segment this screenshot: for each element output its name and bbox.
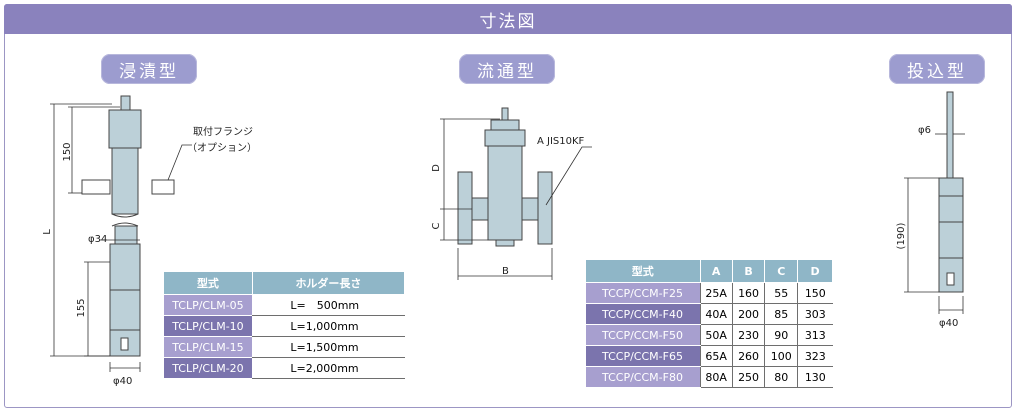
flow-flange-left <box>457 171 473 245</box>
holder-upper <box>111 147 139 215</box>
flange-label: 取付フランジ <box>193 125 253 138</box>
cell-d: 130 <box>797 366 833 388</box>
header-c: C <box>764 259 799 283</box>
cell-d: 323 <box>797 345 833 367</box>
immersion-dimension-lines <box>50 103 192 372</box>
model-cell: TCCP/CCM-F80 <box>585 366 700 388</box>
flow-flange-right <box>537 171 553 245</box>
header-model: 型式 <box>163 271 253 295</box>
header-b: B <box>731 259 766 283</box>
cell-a: 40A <box>699 303 733 325</box>
dim-label-phi34: φ34 <box>88 234 107 245</box>
break-mark-upper <box>111 213 139 218</box>
dim-label-phi40-insertion: φ40 <box>939 318 958 329</box>
insertion-sensor-drawing <box>938 91 964 293</box>
length-cell: L=1,000mm <box>252 315 405 337</box>
cell-b: 160 <box>731 282 765 304</box>
table-header-row: 型式 A B C D <box>585 259 833 283</box>
cell-c: 90 <box>764 324 798 346</box>
dim-label-190: (190) <box>896 222 907 249</box>
section-label-flow: 流通型 <box>459 54 555 84</box>
table-row: TCCP/CCM-F65 65A 260 100 323 <box>585 345 833 367</box>
insertion-dimension-lines <box>904 133 965 314</box>
flow-pipe-right <box>521 197 539 221</box>
cell-d: 150 <box>797 282 833 304</box>
sensor-tip <box>120 95 131 111</box>
sensor-window <box>120 337 129 351</box>
cell-b: 230 <box>731 324 765 346</box>
flow-sensor-tip <box>501 107 509 121</box>
flange-standard-label: A JIS10KF <box>537 136 585 147</box>
sensor-head <box>108 109 142 149</box>
table-row: TCLP/CLM-15 L=1,500mm <box>163 336 405 358</box>
cell-c: 85 <box>764 303 798 325</box>
table-row: TCCP/CCM-F40 40A 200 85 303 <box>585 303 833 325</box>
cell-b: 250 <box>731 366 765 388</box>
flow-pipe-left <box>471 197 489 221</box>
dim-label-c: C <box>431 222 442 229</box>
cell-c: 100 <box>764 345 798 367</box>
flow-drain <box>495 239 515 247</box>
model-cell: TCCP/CCM-F65 <box>585 345 700 367</box>
cell-a: 80A <box>699 366 733 388</box>
section-label-insertion: 投込型 <box>889 54 985 84</box>
flange-left <box>81 179 111 195</box>
model-cell: TCLP/CLM-15 <box>163 336 253 358</box>
flange-note: （オプション） <box>187 142 257 154</box>
cell-a: 25A <box>699 282 733 304</box>
table-header-row: 型式 ホルダー長さ <box>163 271 406 295</box>
length-cell: L=2,000mm <box>252 357 405 379</box>
cell-c: 80 <box>764 366 798 388</box>
table-row: TCCP/CCM-F25 25A 160 55 150 <box>585 282 833 304</box>
cell-c: 55 <box>764 282 798 304</box>
header-a: A <box>699 259 733 283</box>
dim-label-l: L <box>42 229 53 235</box>
model-cell: TCLP/CLM-20 <box>163 357 253 379</box>
table-row: TCLP/CLM-05 L= 500mm <box>163 294 405 316</box>
sensor-body <box>109 243 141 357</box>
flow-dimension-table: 型式 A B C D TCCP/CCM-F25 25A 160 55 150 T… <box>585 259 833 388</box>
page-title: 寸法図 <box>4 4 1012 34</box>
cell-d: 303 <box>797 303 833 325</box>
cell-b: 200 <box>731 303 765 325</box>
cell-a: 65A <box>699 345 733 367</box>
break-mark-lower <box>111 222 139 227</box>
dim-label-155: 155 <box>76 298 87 317</box>
table-row: TCLP/CLM-20 L=2,000mm <box>163 357 405 379</box>
flange-right <box>151 179 175 195</box>
insertion-window <box>946 272 955 286</box>
header-model: 型式 <box>585 259 701 283</box>
header-d: D <box>797 259 833 283</box>
model-cell: TCCP/CCM-F40 <box>585 303 700 325</box>
cell-a: 50A <box>699 324 733 346</box>
dim-label-phi6: φ6 <box>918 125 931 136</box>
table-row: TCLP/CLM-10 L=1,000mm <box>163 315 405 337</box>
model-cell: TCCP/CCM-F50 <box>585 324 700 346</box>
section-label-immersion: 浸漬型 <box>101 54 197 84</box>
flow-dimension-lines <box>440 118 592 280</box>
dim-label-d: D <box>431 164 442 172</box>
header-holder-length: ホルダー長さ <box>251 271 406 295</box>
length-cell: L=1,500mm <box>252 336 405 358</box>
flow-sensor-head <box>484 129 526 147</box>
table-row: TCCP/CCM-F50 50A 230 90 313 <box>585 324 833 346</box>
model-cell: TCLP/CLM-10 <box>163 315 253 337</box>
length-cell: L= 500mm <box>252 294 405 316</box>
immersion-sensor-drawing <box>81 95 175 357</box>
dim-label-b: B <box>502 266 509 277</box>
model-cell: TCLP/CLM-05 <box>163 294 253 316</box>
model-cell: TCCP/CCM-F25 <box>585 282 700 304</box>
flow-cell-body <box>487 145 523 241</box>
holder-lower <box>114 225 138 245</box>
cell-d: 313 <box>797 324 833 346</box>
table-row: TCCP/CCM-F80 80A 250 80 130 <box>585 366 833 388</box>
holder-length-table: 型式 ホルダー長さ TCLP/CLM-05 L= 500mm TCLP/CLM-… <box>163 271 406 379</box>
insertion-cable <box>946 91 954 179</box>
dim-label-phi40: φ40 <box>113 376 132 387</box>
flow-sensor-cap <box>490 119 520 131</box>
flow-cell-drawing <box>457 107 553 247</box>
cell-b: 260 <box>731 345 765 367</box>
dim-label-150: 150 <box>62 142 73 161</box>
